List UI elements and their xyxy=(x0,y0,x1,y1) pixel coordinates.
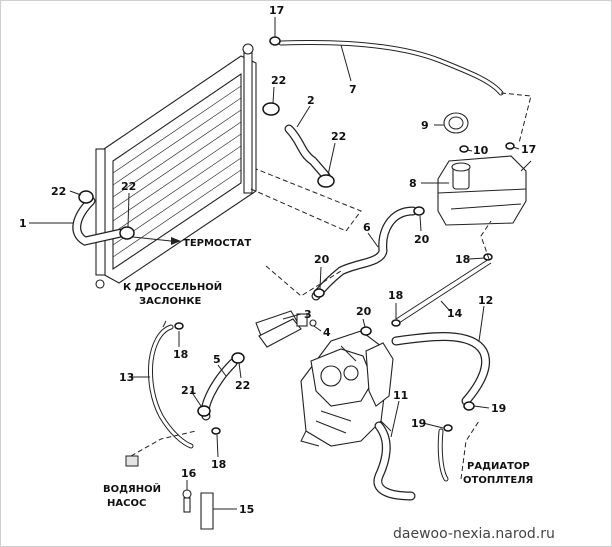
label-14: 14 xyxy=(447,307,463,320)
caption-throttle-line2: ЗАСЛОНКЕ xyxy=(139,296,202,307)
label-22-a: 22 xyxy=(271,74,286,87)
watermark: daewoo-nexia.narod.ru xyxy=(393,526,555,542)
label-22-e: 22 xyxy=(235,379,250,392)
label-20-b: 20 xyxy=(314,253,330,266)
label-12: 12 xyxy=(478,294,493,307)
label-5: 5 xyxy=(213,353,221,366)
caption-heater-line1: РАДИАТОР xyxy=(467,461,530,472)
engine-block xyxy=(300,330,394,447)
label-17-top: 17 xyxy=(269,4,284,17)
label-4: 4 xyxy=(323,326,331,339)
caption-thermostat: ТЕРМОСТАТ xyxy=(183,238,251,249)
caption-pump-line2: НАСОС xyxy=(107,498,146,509)
label-1: 1 xyxy=(19,217,27,230)
label-6: 6 xyxy=(363,221,371,234)
label-19-a: 19 xyxy=(491,402,506,415)
label-7: 7 xyxy=(349,83,357,96)
label-18-c: 18 xyxy=(173,348,188,361)
label-19-b: 19 xyxy=(411,417,426,430)
label-2: 2 xyxy=(307,94,315,107)
label-21: 21 xyxy=(181,384,196,397)
label-8: 8 xyxy=(409,177,417,190)
caption-throttle-line1: К ДРОССЕЛЬНОЙ xyxy=(123,280,222,293)
label-20-c: 20 xyxy=(356,305,372,318)
tank-cap xyxy=(443,112,469,134)
label-3: 3 xyxy=(304,308,312,321)
label-20-a: 20 xyxy=(414,233,430,246)
label-15: 15 xyxy=(239,503,254,516)
label-18-b: 18 xyxy=(388,289,403,302)
leader-lines xyxy=(29,17,532,510)
caption-pump-line1: ВОДЯНОЙ xyxy=(103,482,161,495)
label-18-a: 18 xyxy=(455,253,470,266)
hoses xyxy=(72,40,504,530)
label-16: 16 xyxy=(181,467,197,480)
label-18-d: 18 xyxy=(211,458,226,471)
thermostat-housing xyxy=(255,310,317,348)
part-number-labels: 17 7 22 2 22 9 10 17 22 22 8 1 6 20 20 1… xyxy=(19,4,536,516)
captions: ТЕРМОСТАТ К ДРОССЕЛЬНОЙ ЗАСЛОНКЕ РАДИАТО… xyxy=(103,238,533,509)
label-10: 10 xyxy=(473,144,489,157)
expansion-tank xyxy=(437,112,532,226)
label-22-c: 22 xyxy=(51,185,66,198)
label-17-right: 17 xyxy=(521,143,536,156)
label-22-b: 22 xyxy=(331,130,346,143)
label-11: 11 xyxy=(393,389,408,402)
caption-heater-line2: ОТОПЛТЕЛЯ xyxy=(463,475,533,486)
label-22-d: 22 xyxy=(121,180,136,193)
label-13: 13 xyxy=(119,371,134,384)
label-9: 9 xyxy=(421,119,429,132)
radiator xyxy=(95,43,257,289)
